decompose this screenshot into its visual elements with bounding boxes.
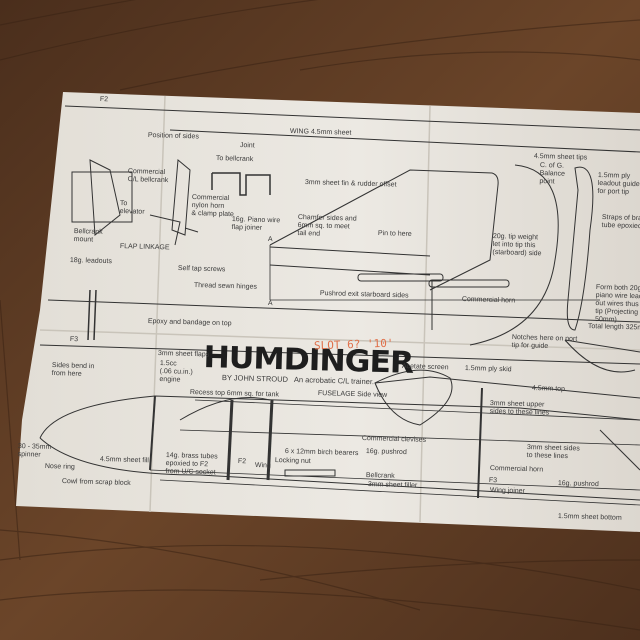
plan-label: Position of sides: [147, 132, 199, 141]
plan-label: 16g. pushrod: [365, 448, 407, 457]
plan-label: Thread sewn hinges: [193, 282, 258, 291]
plan-label: 3mm sheet filler: [367, 481, 418, 490]
plan-label: Commercial nylon horn & clamp plate: [191, 194, 234, 219]
section-marker: A: [267, 300, 273, 308]
plan-label: Acetate screen: [401, 363, 449, 372]
plan-label: 18g. leadouts: [69, 257, 113, 266]
plan-label: C. of G. Balance point: [539, 162, 566, 186]
plan-label: 4.5mm sheet fill: [99, 456, 150, 465]
plan-label: F3: [488, 477, 498, 485]
plan-label: Bellcrank: [365, 472, 395, 480]
plan-label: Commercial horn: [489, 465, 544, 474]
plan-label: To elevator: [119, 200, 145, 216]
plan-label: Sides bend in from here: [51, 362, 95, 378]
plan-label: Locking nut: [274, 457, 311, 465]
paper-plan: [16, 92, 640, 532]
plan-label: Wing joiner: [489, 487, 526, 495]
plan-label: Self tap screws: [177, 265, 226, 274]
plan-label: Chamfer sides and 6mm sq. to meet tail e…: [297, 214, 357, 238]
plan-label: 16g. Piano wire flap joiner: [231, 216, 281, 232]
plan-label: 16g. pushrod: [557, 480, 599, 489]
plan-label: 20g. tip weight let into tip this (starb…: [492, 233, 542, 258]
plan-label: 3mm sheet sides to these lines: [526, 444, 580, 461]
plan-label: Form both 20g. piano wire lead- out wire…: [594, 284, 640, 324]
plan-label: To bellcrank: [215, 155, 254, 164]
plan-label: FLAP LINKAGE: [119, 243, 170, 252]
plan-label: 1.5mm ply leadout guide for port tip: [597, 172, 640, 196]
plan-label: Commercial C/L bellcrank: [127, 168, 169, 185]
handwritten-note: SLOT 6? '10': [313, 336, 394, 353]
plan-label: Straps of brass tube epoxied in: [601, 214, 640, 231]
plan-label: 3mm sheet upper sides to these lines: [489, 400, 550, 417]
plan-label: Total length 325mm: [587, 323, 640, 332]
plan-label: 30 - 35mm spinner: [17, 443, 52, 459]
plan-label: Notches here on port tip for guide: [511, 334, 578, 351]
plan-label: Nose ring: [44, 463, 75, 471]
plan-label: 3mm sheet flaps: [157, 350, 210, 359]
plan-label: 14g. brass tubes epoxied to F2 from U/C …: [165, 452, 218, 477]
plan-label: F2: [99, 96, 109, 104]
plan-label: 1.5cc (.06 cu.in.) engine: [159, 360, 193, 384]
section-marker: A: [267, 236, 273, 244]
plan-drawing: [39, 105, 640, 506]
plan-label: Joint: [239, 142, 255, 150]
plan-label: Wing: [254, 462, 271, 470]
plan-label: 4.5mm top: [531, 385, 566, 393]
plan-label: Bellcrank mount: [73, 228, 103, 244]
plan-label: F2: [237, 458, 247, 466]
plan-label: 1.5mm ply skid: [464, 365, 512, 374]
plan-label: F3: [69, 336, 79, 344]
plan-label: Commercial horn: [461, 296, 516, 305]
plan-label: WING 4.5mm sheet: [289, 128, 352, 137]
plan-label: Pin to here: [377, 230, 412, 238]
